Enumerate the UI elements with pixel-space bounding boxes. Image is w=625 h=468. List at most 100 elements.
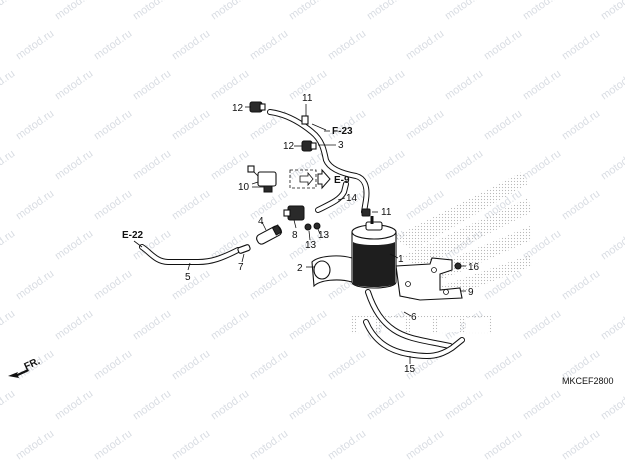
leader-lines [187,104,466,364]
watermark-text: motod.ru [209,68,251,103]
watermark-text: motod.ru [248,28,290,63]
callout-15: 15 [404,364,416,375]
watermark-text: motod.ru [365,148,407,183]
watermark-text: motod.ru [560,28,602,63]
callout-4: 4 [258,216,264,227]
watermark-text: motod.ru [521,148,563,183]
watermark-text: motod.ru [560,428,602,463]
watermark-text: motod.ru [170,28,212,63]
watermark-text: motod.ru [92,428,134,463]
ref-label-e9[interactable]: E-9 [334,175,350,186]
watermark-text: motod.ru [170,108,212,143]
watermark-text: motod.ru [170,348,212,383]
ref-arrow-e9 [317,168,331,190]
solenoid-valve-10[interactable] [247,165,277,193]
callout-2: 2 [297,263,303,274]
bracket-9[interactable] [395,257,463,301]
watermark-text: motod.ru [482,108,524,143]
watermark-text: motod.ru [131,388,173,423]
watermark-text: motod.ru [209,308,251,343]
band-2[interactable] [311,255,353,288]
ref-label-e22[interactable]: E-22 [122,230,144,241]
watermark-text: motod.ru [14,268,56,303]
callout-12: 12 [283,141,295,152]
watermark-text: motod.ru [365,0,407,22]
watermark-text: motod.ru [0,148,17,183]
watermark-text: motod.ru [287,388,329,423]
watermark-text: motod.ru [326,348,368,383]
callout-10: 10 [238,182,250,193]
brand-wing-emblem [350,172,532,334]
hose-clamp-upper[interactable] [301,115,309,125]
callout-13: 13 [318,230,330,241]
watermark-text: motod.ru [560,188,602,223]
watermark-text: motod.ru [209,0,251,22]
watermark-text: motod.ru [365,68,407,103]
watermark-text: motod.ru [170,268,212,303]
clip-12-upper[interactable] [249,101,266,113]
watermark-text: motod.ru [92,268,134,303]
watermark-text: motod.ru [92,108,134,143]
hose-6[interactable] [365,289,453,349]
watermark-text: motod.ru [248,268,290,303]
watermark-text: motod.ru [131,0,173,22]
watermark-text: motod.ru [92,348,134,383]
watermark-text: motod.ru [521,308,563,343]
detail-frame [289,169,317,189]
watermark-text: motod.ru [209,388,251,423]
watermark-text: motod.ru [53,228,95,263]
watermark-text: motod.ru [560,108,602,143]
joint-4[interactable] [255,224,283,245]
watermark-text: motod.ru [482,28,524,63]
watermark-text: motod.ru [599,0,625,22]
watermark-text: motod.ru [53,68,95,103]
hose-14[interactable] [315,181,349,213]
diagram-code: MKCEF2800 [562,376,614,386]
hose-15[interactable] [363,319,465,359]
watermark-text: motod.ru [521,388,563,423]
watermark-text: motod.ru [560,268,602,303]
callout-16: 16 [468,262,480,273]
watermark-text: motod.ru [599,68,625,103]
watermark-text: motod.ru [0,228,17,263]
watermark-text: motod.ru [0,388,17,423]
callout-5: 5 [185,272,191,283]
hose-5[interactable] [139,244,241,265]
callout-8: 8 [292,230,298,241]
canister-1[interactable] [351,216,397,289]
watermark-text: motod.ru [365,388,407,423]
watermark-text: motod.ru [443,388,485,423]
watermark-text: motod.ru [599,308,625,343]
watermark-text: motod.ru [248,428,290,463]
watermark-text: motod.ru [53,0,95,22]
clip-11-lower[interactable] [361,208,371,217]
callout-11: 11 [302,93,313,104]
watermark-text: motod.ru [53,308,95,343]
watermark-text: motod.ru [443,68,485,103]
watermark-text: motod.ru [287,308,329,343]
component-8[interactable] [283,205,305,221]
watermark-text: motod.ru [170,188,212,223]
watermark-text: motod.ru [482,348,524,383]
watermark-text: motod.ru [131,68,173,103]
bolt-16[interactable] [454,262,462,270]
watermark-text: motod.ru [599,388,625,423]
watermark-text: motod.ru [0,308,17,343]
watermark-text: motod.ru [53,388,95,423]
bolt-13-left[interactable] [304,223,312,231]
watermark-text: motod.ru [599,148,625,183]
watermark-text: motod.ru [14,28,56,63]
watermark-text: motod.ru [14,108,56,143]
callout-9: 9 [468,287,474,298]
callout-1: 1 [398,254,404,265]
watermark-text: motod.ru [404,108,446,143]
watermark-text: motod.ru [131,148,173,183]
ref-label-f23[interactable]: F-23 [332,126,353,137]
bolt-13-right[interactable] [313,222,321,230]
watermark-text: motod.ru [443,0,485,22]
clip-12-middle[interactable] [301,140,317,152]
joint-7[interactable] [237,244,251,254]
watermark-text: motod.ru [287,0,329,22]
